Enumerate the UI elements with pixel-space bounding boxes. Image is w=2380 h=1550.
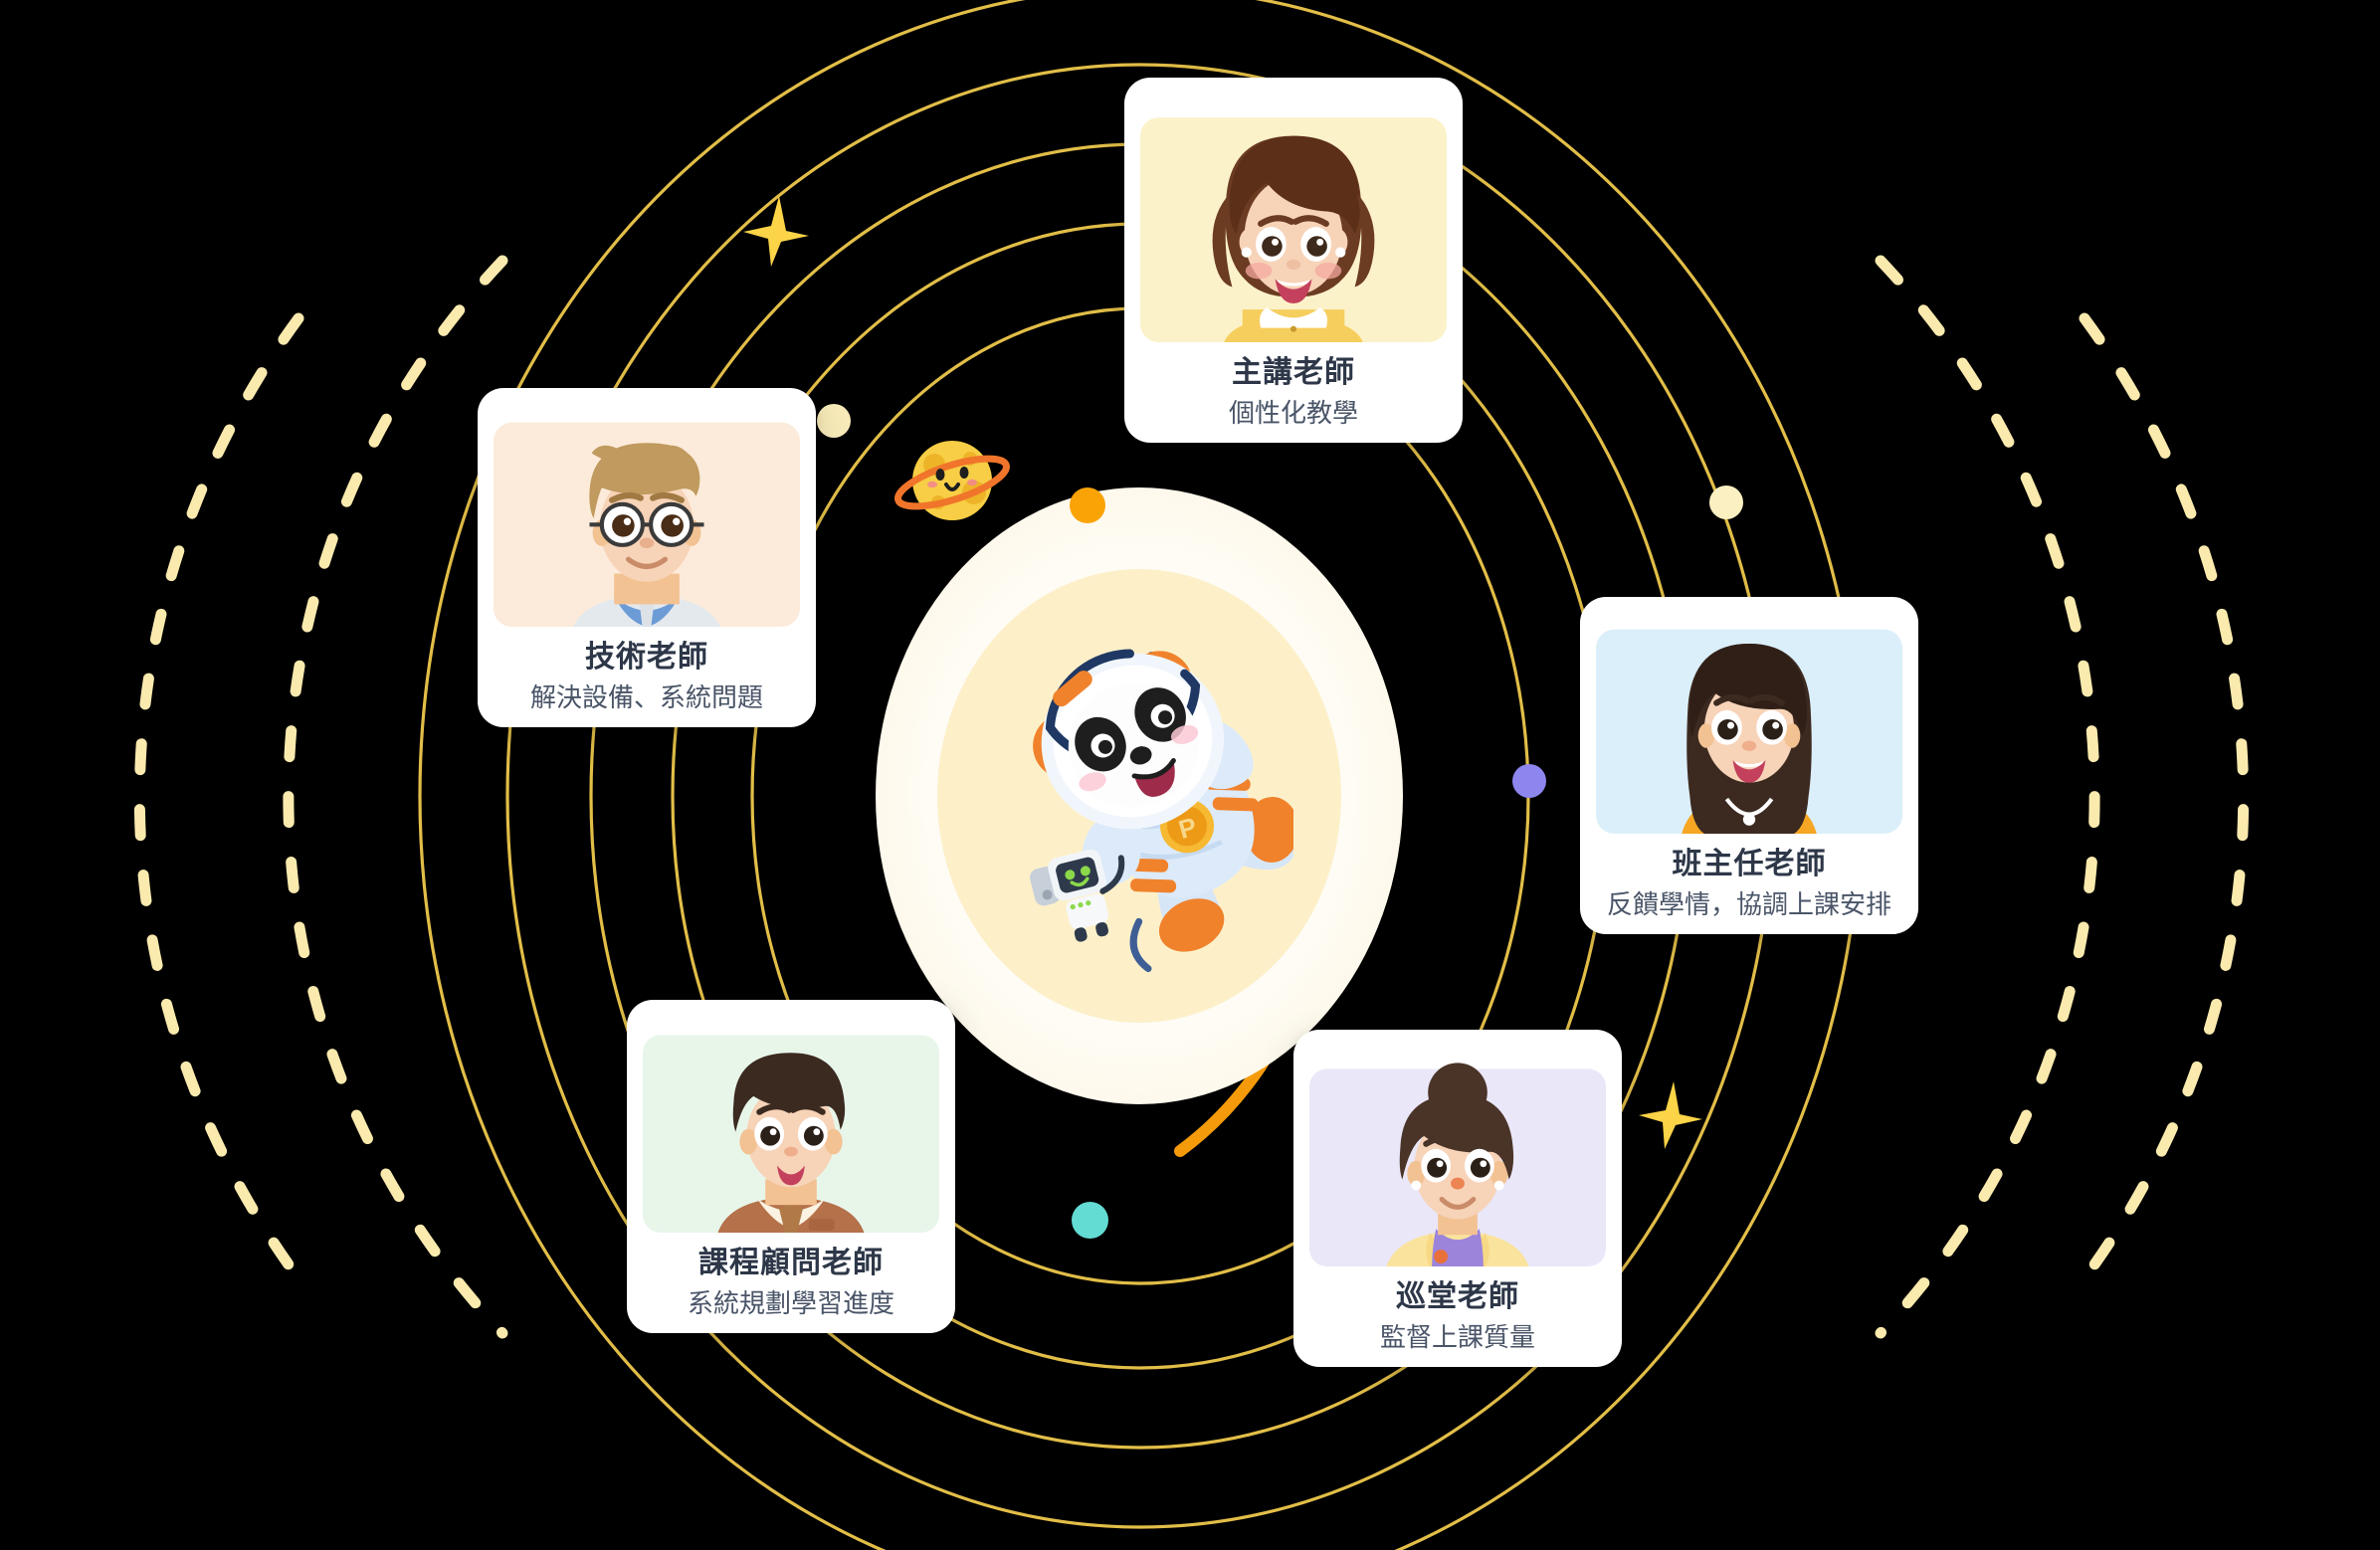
card-title: 巡堂老師 bbox=[1396, 1280, 1519, 1313]
avatar-lecturer bbox=[1140, 94, 1447, 342]
teacher-card-lecturer[interactable]: 主講老師 個性化教學 bbox=[1124, 78, 1463, 443]
saturn-planet-icon bbox=[891, 423, 1015, 542]
teacher-card-patrol[interactable]: 巡堂老師 監督上課質量 bbox=[1293, 1030, 1622, 1367]
card-subtitle: 解決設備、系統問題 bbox=[529, 681, 763, 712]
orbit-dot-purple bbox=[1512, 764, 1546, 798]
card-subtitle: 反饋學情，協調上課安排 bbox=[1606, 888, 1891, 919]
avatar-head bbox=[1596, 613, 1902, 834]
card-subtitle: 系統規劃學習進度 bbox=[687, 1287, 894, 1318]
card-title: 主講老師 bbox=[1232, 356, 1355, 389]
teacher-card-advisor[interactable]: 課程顧問老師 系統規劃學習進度 bbox=[627, 1000, 955, 1333]
card-subtitle: 監督上課質量 bbox=[1379, 1321, 1535, 1352]
avatar-patrol bbox=[1309, 1046, 1606, 1266]
orbit-dot-teal bbox=[1072, 1202, 1108, 1239]
sparkle-star-icon bbox=[1637, 1079, 1704, 1151]
sparkle-star-icon bbox=[741, 194, 811, 269]
card-title: 班主任老師 bbox=[1672, 848, 1827, 880]
avatar-advisor bbox=[643, 1016, 939, 1233]
card-title: 技術老師 bbox=[585, 641, 708, 674]
card-subtitle: 個性化教學 bbox=[1228, 397, 1358, 428]
orbit-dot-cream-left bbox=[817, 404, 851, 438]
teacher-card-head[interactable]: 班主任老師 反饋學情，協調上課安排 bbox=[1580, 597, 1918, 934]
orbit-dot-orange bbox=[1070, 487, 1105, 523]
avatar-tech bbox=[494, 404, 800, 627]
orbit-dot-cream-right bbox=[1709, 485, 1743, 519]
card-title: 課程顧問老師 bbox=[698, 1247, 884, 1279]
teacher-card-tech[interactable]: 技術老師 解決設備、系統問題 bbox=[478, 388, 816, 727]
panda-astronaut-icon: P bbox=[995, 617, 1299, 975]
